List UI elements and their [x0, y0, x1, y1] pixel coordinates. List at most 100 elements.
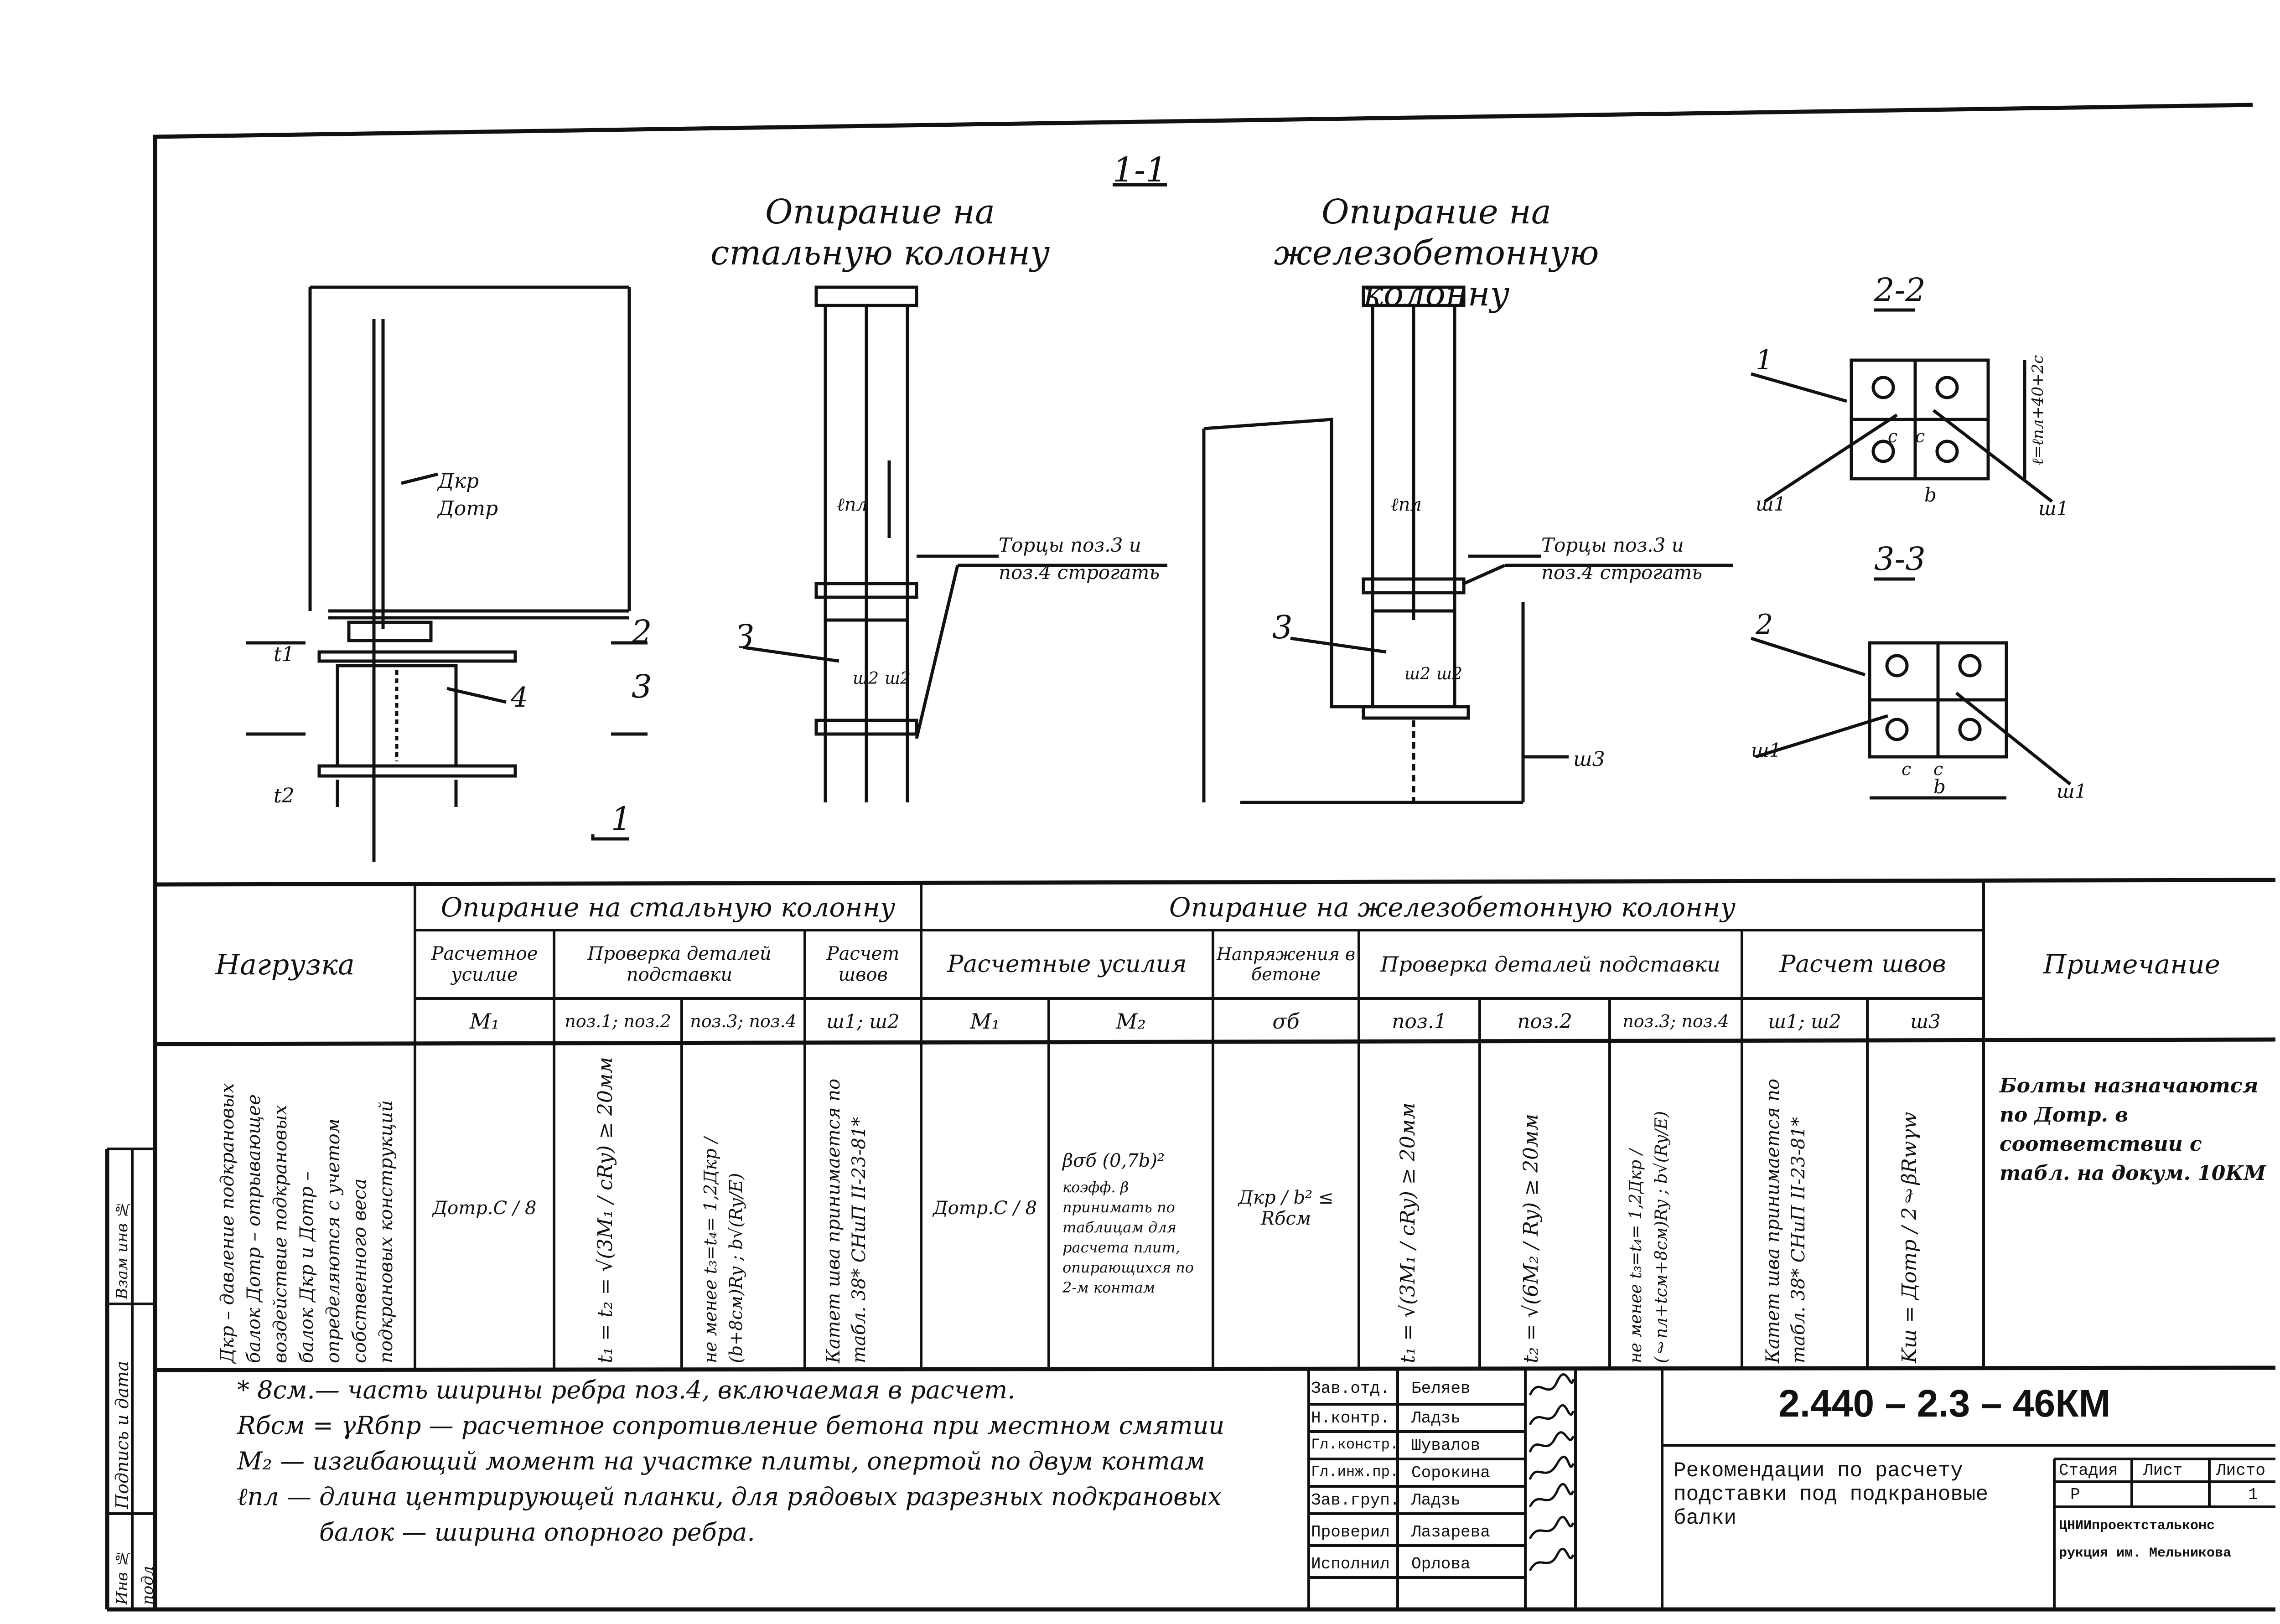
- table-sub-weld: Расчет швов: [826, 943, 900, 985]
- leader-t2: t2: [274, 784, 295, 807]
- section22-dim-b: b: [1924, 484, 1937, 506]
- weld-w2-concrete-b: ш2: [1436, 665, 1462, 683]
- table-head-6: σб: [1272, 1009, 1300, 1034]
- section22-dim-l: ℓ=ℓпл+40+2c: [2029, 355, 2047, 465]
- section33-dim-b: b: [1933, 776, 1946, 798]
- staff-role-1: Н.контр.: [1311, 1409, 1390, 1427]
- section22-dim-c1: c: [1888, 426, 1897, 446]
- table-sub-check-details: Проверка деталей подставки: [587, 943, 772, 985]
- end-note-steel-1: Торцы поз.3 и: [999, 534, 1141, 556]
- section33-dim-c2: c: [1933, 759, 1943, 779]
- sections-22-33: 2-2 3-3 1 2 ш1 ш1 ш1 ш1 b b c c c c ℓ=ℓп…: [1750, 271, 2087, 802]
- leader-dotr: Дотр: [437, 497, 498, 520]
- staff-role-4: Зав.груп.: [1311, 1491, 1400, 1510]
- staff-name-6: Орлова: [1411, 1555, 1471, 1573]
- table-head-note: Примечание: [2043, 949, 2221, 980]
- end-note-concrete-1: Торцы поз.3 и: [1541, 534, 1684, 556]
- table-cell-5-note: коэфф. β принимать по таблицам для расче…: [1062, 1179, 1194, 1296]
- sheet-value: 1: [2248, 1485, 2258, 1504]
- stamp-signature-date: Подпись и дата: [112, 1360, 132, 1509]
- cut-label-bottom: 1: [611, 800, 632, 838]
- table-cell-10: Катет шва принимается по табл. 38* СНиП …: [1762, 1078, 1809, 1363]
- elevation-steel-column: 3 ℓпл ш2 ш2 Торцы поз.3 и поз.4 строгать: [739, 285, 1167, 802]
- staff-role-6: Исполнил: [1311, 1555, 1390, 1573]
- table-sub-calc-force: Расчетное усилие: [431, 943, 538, 985]
- table-cell-6: Дкр / b² ≤ Rбсм: [1238, 1187, 1334, 1229]
- table-sub-weld-2: Расчет швов: [1779, 951, 1946, 978]
- staff-name-4: Ладзь: [1411, 1491, 1461, 1510]
- weld-w2-concrete-a: ш2: [1404, 665, 1430, 683]
- table-cell-2: не менее t₃=t₄= 1,2Дкр / (b+8см)Ry ; b√(…: [700, 1137, 746, 1363]
- section33-w1-right: ш1: [2057, 780, 2087, 802]
- stage-value: Р: [2070, 1485, 2080, 1504]
- staff-role-3: Гл.инж.пр.: [1311, 1464, 1399, 1480]
- staff-role-2: Гл.констр.: [1311, 1436, 1399, 1453]
- leader-pos3-concrete: 3: [1272, 609, 1293, 646]
- section22-dim-c2: c: [1915, 426, 1925, 446]
- section-22-label: 2-2: [1874, 271, 1926, 309]
- table-note: Болты назначаются по Дотр. в соответстви…: [2000, 1074, 2266, 1185]
- staff-role-5: Проверил: [1311, 1523, 1390, 1541]
- cut-label-2-right: 2: [631, 613, 652, 651]
- staff-name-3: Сорокина: [1411, 1464, 1490, 1482]
- table-sub-calc-forces: Расчетные усилия: [947, 951, 1187, 978]
- signatures: [1529, 1373, 1575, 1572]
- table-cell-8: t₂ = √(6M₂ / Ry) ≥ 20мм: [1519, 1113, 1543, 1363]
- table-cell-4: Дотр.С / 8: [933, 1198, 1037, 1219]
- footnote-1: * 8см.— часть ширины ребра поз.4, включа…: [237, 1376, 1016, 1404]
- table-head-9: поз.3; поз.4: [1622, 1011, 1729, 1031]
- section33-w1-left: ш1: [1751, 739, 1782, 761]
- stamp-inv-podl: Инв № подл: [113, 1549, 157, 1605]
- table-sub-concrete-stress: Напряжения в бетоне: [1216, 944, 1356, 984]
- leader-lpl-concrete: ℓпл: [1391, 494, 1422, 515]
- table-head-11: ш3: [1910, 1010, 1941, 1033]
- table-cell-5: βσб (0,7b)² коэфф. β принимать по таблиц…: [1062, 1149, 1208, 1298]
- sheets-label: Листо: [2216, 1461, 2266, 1480]
- table-head-1: поз.1; поз.2: [565, 1011, 671, 1031]
- table-head-load: Нагрузка: [215, 947, 355, 981]
- staff-name-5: Лазарева: [1411, 1523, 1490, 1541]
- org-line-1: ЦНИИпроектстальконс: [2059, 1518, 2215, 1534]
- doc-title: Рекомендации по расчету подставки под по…: [1674, 1459, 1989, 1530]
- footnote-3: M₂ — изгибающий момент на участке плиты,…: [237, 1447, 1205, 1475]
- table-group-concrete: Опирание на железобетонную колонну: [1169, 892, 1736, 923]
- weld-w3-label: ш3: [1573, 748, 1605, 771]
- table-sub-check-details-2: Проверка деталей подставки: [1380, 952, 1720, 977]
- stamp-vzam-inv: Взам инв №: [113, 1200, 131, 1299]
- section-marker: 1-1: [1113, 150, 1167, 190]
- table-head-7: поз.1: [1392, 1009, 1447, 1033]
- section22-w1-left: ш1: [1756, 493, 1786, 515]
- table-head-5: M₂: [1116, 1009, 1146, 1034]
- section22-w1-right: ш1: [2038, 497, 2069, 520]
- cut-label-3-right: 3: [632, 668, 652, 705]
- weld-w2-steel-b: ш2: [885, 669, 911, 688]
- table-cell-1: t₁ = t₂ = √(3M₁ / cRy) ≥ 20мм: [594, 1057, 617, 1363]
- table-cell-11: Kш = Дотр / 2ℓβRwγw: [1898, 1112, 1921, 1363]
- leader-t1: t1: [274, 643, 295, 666]
- leader-pos3-steel: 3: [739, 618, 755, 655]
- staff-role-0: Зав.отд.: [1311, 1379, 1390, 1398]
- table-head-3: ш1; ш2: [826, 1010, 900, 1033]
- table-cell-7: t₁ = √(3M₁ / cRy) ≥ 20мм: [1396, 1102, 1420, 1363]
- table-cell-0: Дотр.С / 8: [432, 1198, 537, 1219]
- org-line-2: рукция им. Мельникова: [2059, 1546, 2232, 1561]
- table-load-text: Дкр – давление подкрановых балок Дотр – …: [217, 1083, 397, 1363]
- doc-number: 2.440 – 2.3 – 46КМ: [1778, 1382, 2111, 1425]
- stage-label: Стадия: [2059, 1461, 2118, 1480]
- staff-name-2: Шувалов: [1411, 1436, 1481, 1455]
- footnotes: * 8см.— часть ширины ребра поз.4, включа…: [237, 1372, 1304, 1550]
- view-title-steel: Опирание на стальную колонну: [710, 192, 1050, 273]
- footnote-4: ℓпл — длина центрирующей планки, для ряд…: [237, 1482, 1222, 1511]
- table-head-0: M₁: [469, 1009, 500, 1034]
- table-cell-3: Катет шва принимается по табл. 38* СНиП …: [823, 1078, 870, 1363]
- staff-name-0: Беляев: [1411, 1379, 1471, 1398]
- table-head-4: M₁: [970, 1009, 1000, 1034]
- staff-name-1: Ладзь: [1411, 1409, 1461, 1427]
- table-group-steel: Опирание на стальную колонну: [440, 892, 896, 923]
- leader-lpl-steel: ℓпл: [837, 494, 868, 515]
- section33-dim-c1: c: [1902, 759, 1911, 779]
- section33-pos2: 2: [1755, 609, 1773, 641]
- table-head-8: поз.2: [1517, 1009, 1572, 1033]
- view-title-concrete: Опирание на железобетонную колонну: [1274, 192, 1599, 314]
